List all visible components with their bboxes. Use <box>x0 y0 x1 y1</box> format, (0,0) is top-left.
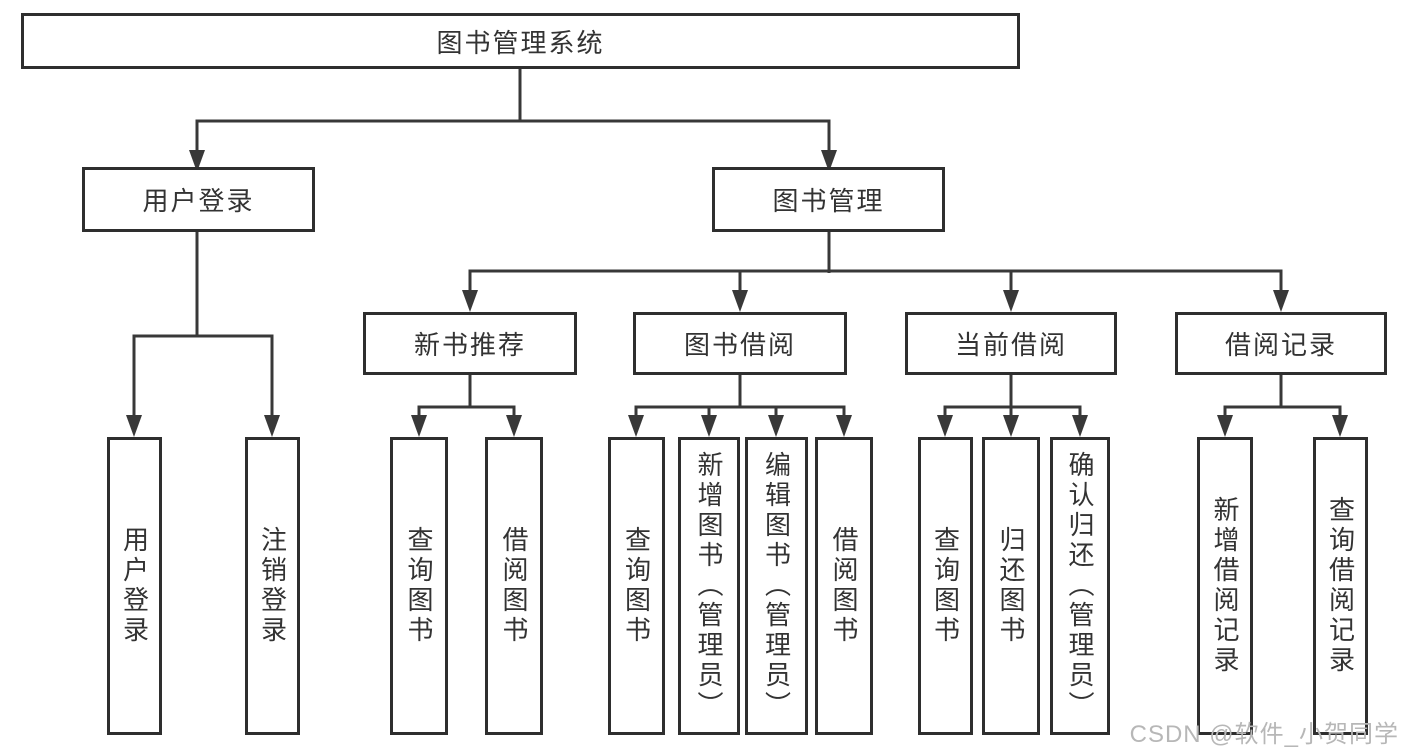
arrow-down-icon <box>1332 415 1348 437</box>
arrow-down-icon <box>1217 415 1233 437</box>
node-label: 新增借阅记录 <box>1210 496 1240 676</box>
node-label: 查询图书 <box>404 526 434 646</box>
arrow-down-icon <box>506 415 522 437</box>
node-label: 借阅图书 <box>499 526 529 646</box>
connector-user-login-rail <box>132 334 274 426</box>
node-root: 图书管理系统 <box>21 13 1020 69</box>
arrow-down-icon <box>189 150 205 172</box>
node-bb-add-books: 新增图书（管理员） <box>678 437 740 735</box>
connector-level3-rail <box>468 269 1283 302</box>
node-bb-edit-books: 编辑图书（管理员） <box>745 437 808 735</box>
node-book-mgmt: 图书管理 <box>712 167 945 232</box>
arrow-down-icon <box>462 290 478 312</box>
node-bb-query-books: 查询图书 <box>608 437 665 735</box>
node-cb-confirm-return: 确认归还（管理员） <box>1050 437 1110 735</box>
arrow-down-icon <box>701 415 717 437</box>
node-label: 编辑图书（管理员） <box>761 451 792 721</box>
node-label: 注销登录 <box>257 526 288 646</box>
arrow-down-icon <box>821 150 837 172</box>
node-book-borrow: 图书借阅 <box>633 312 847 375</box>
node-cb-return-books: 归还图书 <box>982 437 1040 735</box>
arrow-down-icon <box>126 415 142 437</box>
node-br-add-record: 新增借阅记录 <box>1197 437 1253 735</box>
node-label: 归还图书 <box>996 526 1026 646</box>
node-label: 确认归还（管理员） <box>1065 451 1095 721</box>
arrow-down-icon <box>1072 415 1088 437</box>
node-user-login: 用户登录 <box>82 167 315 232</box>
node-logout-leaf: 注销登录 <box>245 437 300 735</box>
arrow-down-icon <box>836 415 852 437</box>
node-label: 查询图书 <box>930 526 961 646</box>
node-rec-query-books: 查询图书 <box>390 437 448 735</box>
node-user-login-leaf: 用户登录 <box>107 437 162 735</box>
arrow-down-icon <box>1003 415 1019 437</box>
arrow-down-icon <box>264 415 280 437</box>
node-label: 借阅图书 <box>829 526 859 646</box>
node-label: 查询借阅记录 <box>1325 496 1356 676</box>
node-label: 查询图书 <box>621 526 652 646</box>
connector-borrow-records <box>1223 375 1342 426</box>
connector-book-borrow <box>634 375 846 426</box>
arrow-down-icon <box>1273 290 1289 312</box>
arrow-down-icon <box>411 415 427 437</box>
node-new-book-rec: 新书推荐 <box>363 312 577 375</box>
arrow-down-icon <box>1003 290 1019 312</box>
connector-level2-rail <box>195 119 831 160</box>
connector-new-book-rec <box>417 375 516 426</box>
node-cb-query-books: 查询图书 <box>918 437 973 735</box>
node-bb-borrow-books: 借阅图书 <box>815 437 873 735</box>
node-label: 用户登录 <box>119 526 150 646</box>
node-borrow-records: 借阅记录 <box>1175 312 1387 375</box>
node-current-borrow: 当前借阅 <box>905 312 1117 375</box>
node-rec-borrow-books: 借阅图书 <box>485 437 543 735</box>
node-label: 新增图书（管理员） <box>694 451 724 721</box>
arrow-down-icon <box>768 415 784 437</box>
node-br-query-record: 查询借阅记录 <box>1313 437 1368 735</box>
arrow-down-icon <box>732 290 748 312</box>
arrow-down-icon <box>628 415 644 437</box>
arrow-down-icon <box>937 415 953 437</box>
watermark: CSDN @软件_小贺同学 <box>1129 721 1399 747</box>
